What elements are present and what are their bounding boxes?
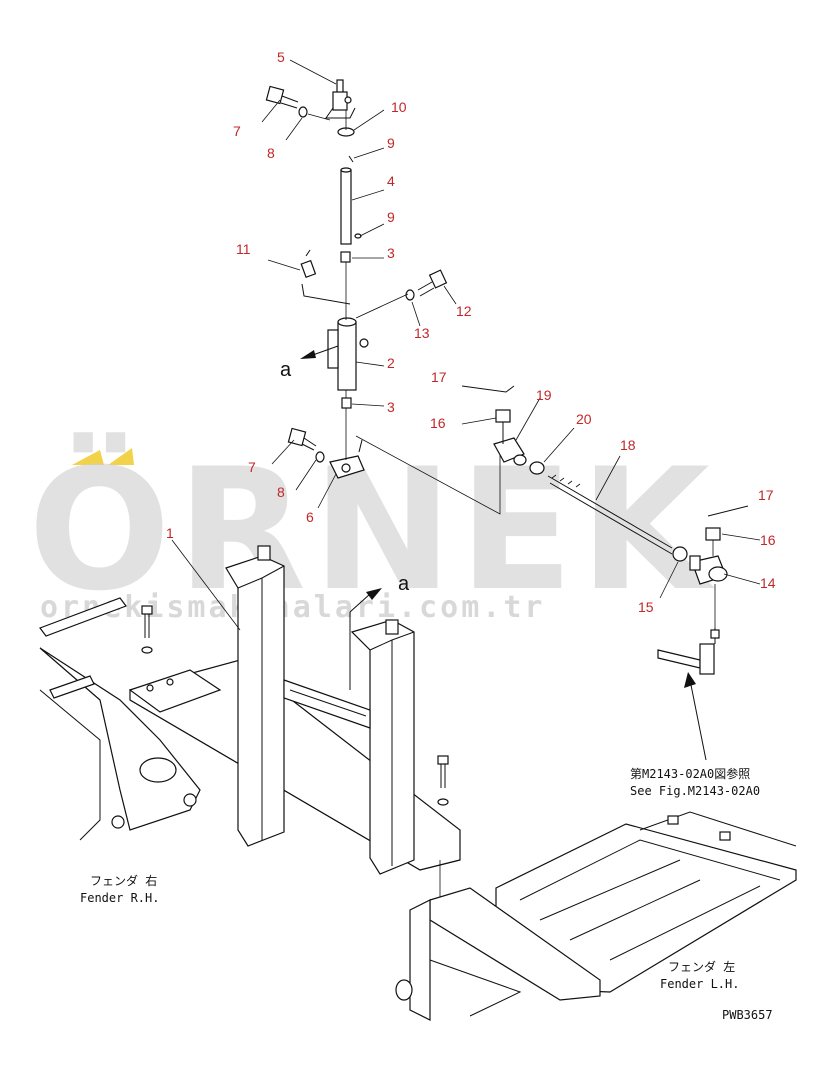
see-fig-jp: 第M2143-02A0図参照	[630, 766, 750, 781]
part-12-bolt	[417, 269, 448, 297]
part-2-tube	[327, 317, 369, 391]
rod-assembly	[265, 79, 501, 515]
part-16-nut	[495, 409, 511, 423]
part-9-pin	[348, 155, 354, 163]
part-13-washer	[405, 289, 415, 301]
callout-16: 16	[430, 415, 446, 431]
watermark-accent-right	[108, 448, 134, 465]
callout-16-lower: 16	[760, 532, 776, 548]
part-15-nut	[672, 546, 688, 562]
part-9-pin-lower	[354, 233, 362, 239]
callout-12: 12	[456, 303, 472, 319]
fender-lh-en: Fender L.H.	[660, 977, 739, 991]
callout-18: 18	[620, 437, 636, 453]
part-8-washer	[298, 106, 308, 118]
callout-8: 8	[267, 145, 275, 161]
linkage-assembly	[461, 385, 749, 761]
part-20-nut	[529, 461, 545, 475]
fender-rh-jp: フェンダ 右	[90, 873, 157, 888]
mount-bolt-right	[437, 755, 449, 806]
callout-2: 2	[387, 355, 395, 371]
watermark-site: ornekismakinalari.com.tr	[40, 590, 545, 625]
labels: フェンダ 右 Fender R.H. 第M2143-02A0図参照 See Fi…	[80, 766, 773, 1022]
part-3-bushing	[340, 251, 351, 263]
callout-15: 15	[638, 599, 654, 615]
part-7-bolt	[265, 85, 299, 109]
part-19-clevis	[493, 422, 527, 466]
fender-lh	[395, 811, 797, 1021]
part-18-rod	[547, 474, 673, 555]
see-fig-en: See Fig.M2143-02A0	[630, 784, 760, 798]
fender-lh-jp: フェンダ 左	[668, 959, 735, 974]
callout-13: 13	[414, 325, 430, 341]
callout-11: 11	[236, 241, 251, 257]
callout-9-lower: 9	[387, 209, 395, 225]
callout-19: 19	[536, 387, 552, 403]
part-14-clevis	[689, 555, 728, 585]
callout-3-lower: 3	[387, 399, 395, 415]
callout-6: 6	[306, 509, 314, 525]
callout-1: 1	[166, 525, 174, 541]
part-3-bushing-lower	[341, 397, 352, 409]
watermark-accent-left	[72, 450, 104, 465]
callout-7-lower: 7	[248, 459, 256, 475]
callout-8-lower: 8	[277, 484, 285, 500]
view-arrow-lower	[349, 588, 382, 690]
drawing-id: PWB3657	[722, 1008, 773, 1022]
view-ref-a-upper: a	[280, 359, 292, 381]
callout-10: 10	[391, 99, 407, 115]
callout-5: 5	[277, 49, 285, 65]
main-frame	[39, 545, 461, 900]
callout-17-lower: 17	[758, 487, 774, 503]
view-arrow-upper	[300, 345, 339, 359]
callout-3: 3	[387, 245, 395, 261]
callout-20: 20	[576, 411, 592, 427]
view-ref-a-lower: a	[398, 573, 410, 595]
fender-rh-en: Fender R.H.	[80, 891, 159, 905]
mount-bolt-left	[141, 605, 153, 654]
part-5-lever	[325, 79, 356, 119]
callout-4: 4	[387, 173, 395, 189]
part-16-nut-lower	[705, 527, 721, 541]
part-17-pin	[461, 385, 515, 393]
callout-7: 7	[233, 123, 241, 139]
callouts: 5 7 8 10 9 4 9 3 11 12 13 2 3 7 8 6 17 1…	[166, 49, 776, 631]
part-8-washer-lower	[315, 451, 325, 463]
lower-lever	[657, 628, 720, 675]
part-4-shaft	[340, 167, 352, 245]
part-6-lever	[329, 439, 365, 479]
callout-9: 9	[387, 135, 395, 151]
callout-14: 14	[760, 575, 776, 591]
callout-17: 17	[431, 369, 447, 385]
part-11-fitting	[300, 249, 351, 305]
part-17-pin-lower	[707, 505, 749, 517]
